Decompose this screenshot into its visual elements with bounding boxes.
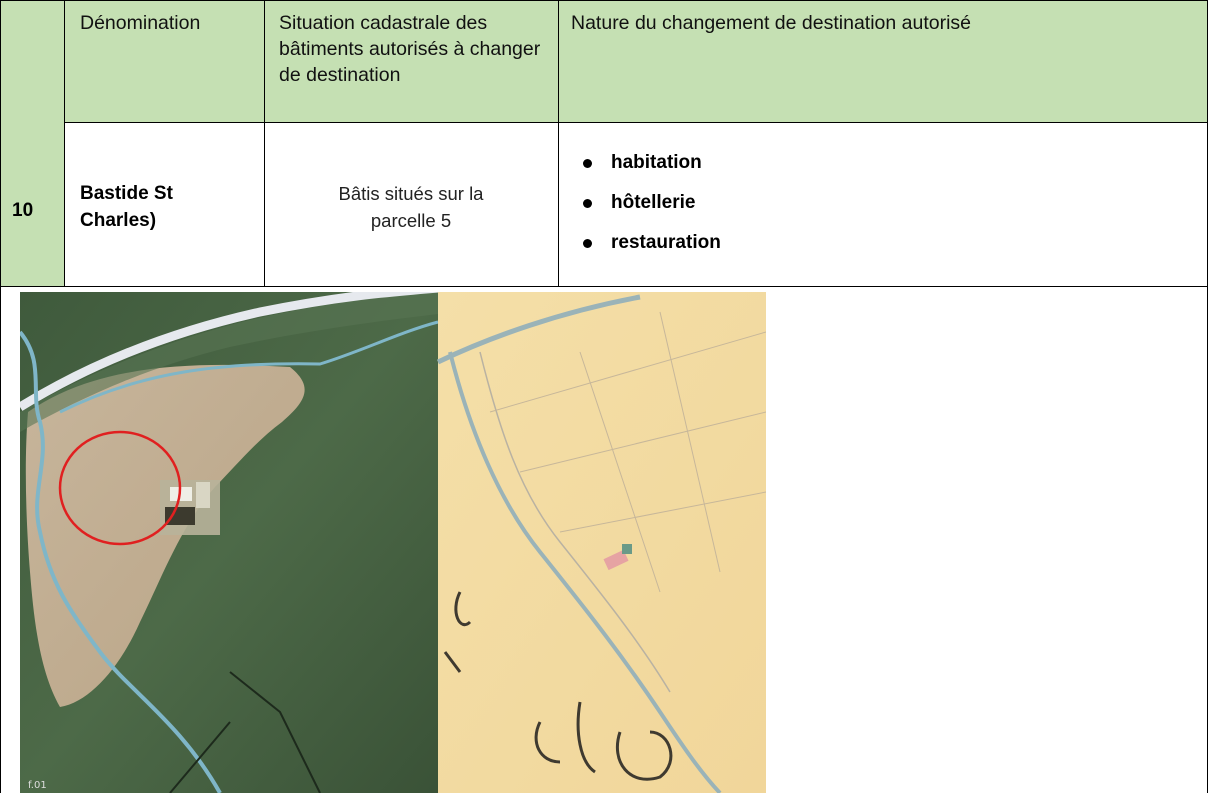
header-cell-denomination (64, 0, 264, 122)
bullet-icon (583, 239, 592, 248)
grid-line (64, 122, 1208, 123)
grid-line (0, 0, 1208, 1)
header-situation: Situation cadastrale des bâtiments autor… (279, 12, 541, 86)
cadastral-map (436, 292, 766, 793)
header-denomination: Dénomination (80, 12, 201, 34)
header-cell-situation (264, 0, 558, 122)
header-cell-nature (558, 0, 1208, 122)
bullet-icon (583, 159, 592, 168)
nature-list: habitation hôtellerie restauration (583, 150, 721, 270)
situation-line1: Bâtis situés sur la (338, 183, 484, 204)
grid-line (558, 0, 559, 286)
nature-item: habitation (583, 150, 721, 190)
nature-item: restauration (583, 230, 721, 270)
row-denomination: Bastide St Charles) (80, 180, 173, 234)
grid-line (264, 0, 265, 286)
denomination-line1: Bastide St (80, 183, 173, 204)
denomination-line2: Charles) (80, 210, 157, 231)
bullet-icon (583, 199, 592, 208)
situation-line2: parcelle 5 (370, 210, 452, 231)
river-icon (20, 330, 222, 793)
header-nature: Nature du changement de destination auto… (571, 12, 972, 34)
nature-item: hôtellerie (583, 190, 721, 230)
row-number-cell (0, 0, 64, 286)
grid-line (64, 0, 65, 286)
highlight-circle (58, 430, 182, 546)
map-comparison-image: f.01 (20, 292, 766, 793)
map-corner-label: f.01 (28, 780, 47, 791)
aerial-photo: f.01 (20, 292, 439, 793)
row-number: 10 (12, 200, 34, 221)
field-area (25, 364, 305, 707)
map-svg: f.01 (20, 292, 766, 793)
row-situation: Bâtis situés sur la parcelle 5 (264, 180, 558, 234)
grid-line (0, 286, 1208, 287)
building-icon (603, 549, 629, 571)
road (20, 292, 439, 411)
grid-line (0, 0, 1, 793)
